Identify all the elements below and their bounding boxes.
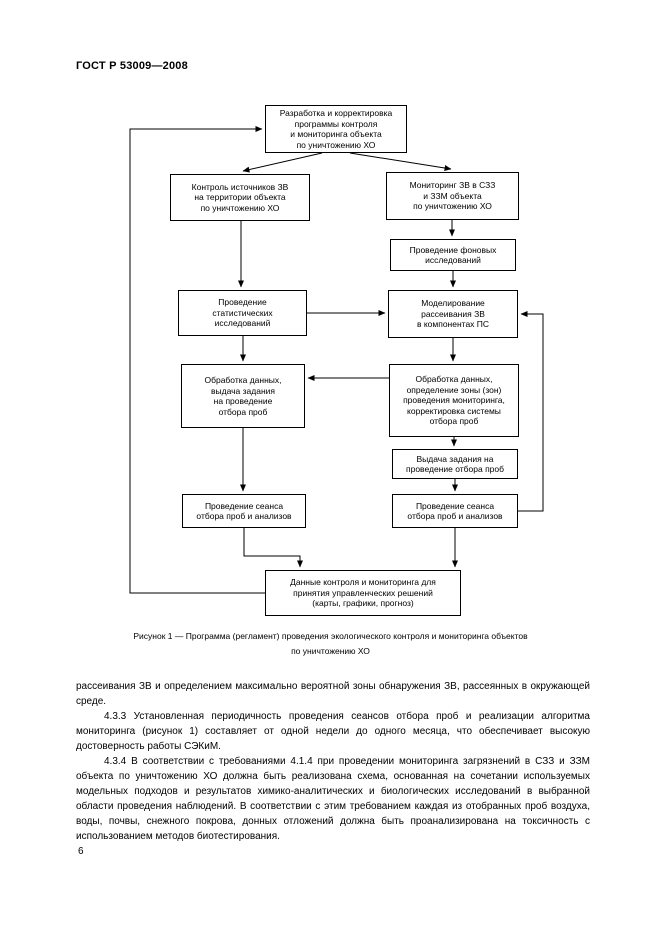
box-sampling-session-left: Проведение сеанса отбора проб и анализов <box>182 494 306 528</box>
box-dispersion-modeling: Моделирование рассеивания ЗВ в компонент… <box>388 290 518 338</box>
paragraph-continuation: рассеивания ЗВ и определением максимальн… <box>76 681 590 707</box>
box-statistical-research: Проведение статистических исследований <box>178 290 307 336</box>
body-text: рассеивания ЗВ и определением максимальн… <box>76 679 590 844</box>
paragraph-4-3-3: 4.3.3 Установленная периодичность провед… <box>76 711 590 752</box>
box-monitoring-szz: Мониторинг ЗВ в СЗЗ и ЗЗМ объекта по уни… <box>386 172 519 220</box>
box-data-processing-left: Обработка данных, выдача задания на пров… <box>181 364 305 428</box>
page-number: 6 <box>78 846 84 857</box>
figure-caption: Рисунок 1 — Программа (регламент) провед… <box>133 631 528 656</box>
paragraph-4-3-4: 4.3.4 В соответствии с требованиями 4.1.… <box>76 756 590 842</box>
standard-number: ГОСТ Р 53009—2008 <box>76 60 188 72</box>
box-data-processing-right: Обработка данных, определение зоны (зон)… <box>389 364 519 437</box>
box-sampling-session-right: Проведение сеанса отбора проб и анализов <box>392 494 518 528</box>
box-background-research: Проведение фоновых исследований <box>390 239 516 271</box>
box-source-control: Контроль источников ЗВ на территории объ… <box>170 174 310 221</box>
box-task-issuance: Выдача задания на проведение отбора проб <box>392 449 518 479</box>
box-control-monitoring-data: Данные контроля и мониторинга для принят… <box>265 570 461 616</box>
box-program-development: Разработка и корректировка программы кон… <box>265 105 407 153</box>
